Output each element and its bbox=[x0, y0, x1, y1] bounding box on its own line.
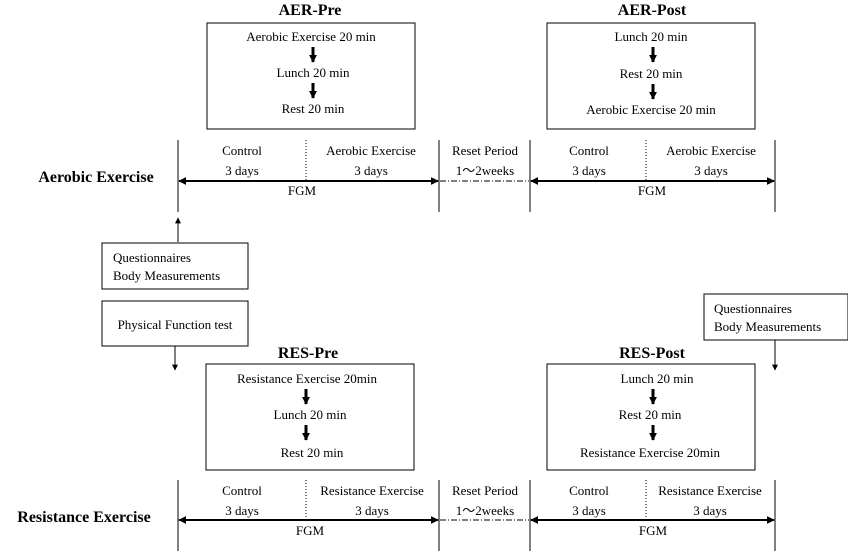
resistance-row-label: Resistance Exercise bbox=[17, 509, 150, 526]
res-post-box bbox=[546, 363, 756, 471]
aer-post-step-2: Rest 20 min bbox=[620, 66, 683, 81]
aerobic-phase-1-duration: 3 days bbox=[225, 163, 259, 178]
resistance-phase-2-name: Resistance Exercise bbox=[320, 483, 424, 498]
aer-post-title: AER-Post bbox=[618, 2, 687, 19]
post-questionnaire-box bbox=[703, 293, 848, 341]
resistance-reset-duration: 1～2weeks bbox=[456, 503, 515, 518]
aerobic-phase-3-duration: 3 days bbox=[572, 163, 606, 178]
res-pre-block: RES-Pre Resistance Exercise 20min Lunch … bbox=[205, 345, 415, 471]
resistance-phase-3-name: Control bbox=[569, 483, 609, 498]
aer-post-box bbox=[546, 22, 756, 130]
aer-post-block: AER-Post Lunch 20 min Rest 20 min Aerobi… bbox=[546, 2, 756, 130]
aerobic-phase-4-duration: 3 days bbox=[694, 163, 728, 178]
aerobic-fgm-label-1: FGM bbox=[288, 183, 317, 198]
res-pre-box bbox=[205, 363, 415, 471]
res-post-step-3: Resistance Exercise 20min bbox=[580, 445, 721, 460]
res-pre-step-2: Lunch 20 min bbox=[274, 407, 347, 422]
post-body-measurement-label: Body Measurements bbox=[714, 319, 821, 334]
res-post-step-1: Lunch 20 min bbox=[621, 371, 694, 386]
assessment-notes: Questionnaires Body Measurements Physica… bbox=[101, 217, 848, 371]
resistance-fgm-label-2: FGM bbox=[639, 523, 668, 538]
resistance-reset-name: Reset Period bbox=[452, 483, 519, 498]
aer-pre-step-1: Aerobic Exercise 20 min bbox=[246, 29, 376, 44]
physical-test-label: Physical Function test bbox=[118, 317, 233, 332]
aer-pre-title: AER-Pre bbox=[279, 2, 342, 19]
aer-pre-step-3: Rest 20 min bbox=[282, 101, 345, 116]
res-post-title: RES-Post bbox=[619, 345, 685, 362]
resistance-phase-4-duration: 3 days bbox=[693, 503, 727, 518]
aer-pre-step-2: Lunch 20 min bbox=[277, 65, 350, 80]
resistance-fgm-label-1: FGM bbox=[296, 523, 325, 538]
pre-questionnaire-box bbox=[101, 242, 249, 290]
aerobic-phase-1-name: Control bbox=[222, 143, 262, 158]
aerobic-row-label: Aerobic Exercise bbox=[38, 169, 153, 186]
resistance-phase-4-name: Resistance Exercise bbox=[658, 483, 762, 498]
aer-pre-block: AER-Pre Aerobic Exercise 20 min Lunch 20… bbox=[206, 2, 416, 130]
aer-post-step-1: Lunch 20 min bbox=[615, 29, 688, 44]
resistance-timeline: Resistance Exercise Control 3 days Resis… bbox=[17, 480, 776, 551]
aerobic-reset-name: Reset Period bbox=[452, 143, 519, 158]
aerobic-timeline: Aerobic Exercise Control 3 days Aerobic … bbox=[38, 140, 776, 212]
pre-body-measurement-label: Body Measurements bbox=[113, 268, 220, 283]
res-post-step-2: Rest 20 min bbox=[619, 407, 682, 422]
aerobic-phase-4-name: Aerobic Exercise bbox=[666, 143, 756, 158]
resistance-phase-1-duration: 3 days bbox=[225, 503, 259, 518]
resistance-phase-3-duration: 3 days bbox=[572, 503, 606, 518]
aerobic-phase-3-name: Control bbox=[569, 143, 609, 158]
resistance-phase-2-duration: 3 days bbox=[355, 503, 389, 518]
aerobic-reset-duration: 1～2weeks bbox=[456, 163, 515, 178]
pre-questionnaire-label: Questionnaires bbox=[113, 250, 191, 265]
aerobic-phase-2-name: Aerobic Exercise bbox=[326, 143, 416, 158]
res-pre-step-3: Rest 20 min bbox=[281, 445, 344, 460]
res-post-block: RES-Post Lunch 20 min Rest 20 min Resist… bbox=[546, 345, 756, 471]
aer-post-step-3: Aerobic Exercise 20 min bbox=[586, 102, 716, 117]
res-pre-step-1: Resistance Exercise 20min bbox=[237, 371, 378, 386]
res-pre-title: RES-Pre bbox=[278, 345, 338, 362]
aerobic-fgm-label-2: FGM bbox=[638, 183, 667, 198]
post-questionnaire-label: Questionnaires bbox=[714, 301, 792, 316]
resistance-phase-1-name: Control bbox=[222, 483, 262, 498]
aer-pre-box bbox=[206, 22, 416, 130]
aerobic-phase-2-duration: 3 days bbox=[354, 163, 388, 178]
